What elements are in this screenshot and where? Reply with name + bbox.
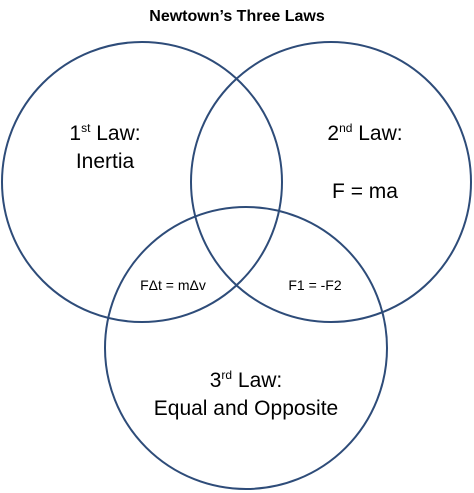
third-law-heading: 3rd Law: [209,368,283,392]
first-law-label: 1st Law: Inertia [30,120,180,176]
third-law-label: 3rd Law: Equal and Opposite [146,367,346,423]
third-law-circle [104,206,388,490]
second-law-circle [190,41,472,323]
second-law-formula: F = ma [332,180,398,203]
diagram-title: Newtown’s Three Laws [149,8,325,25]
first-law-name: Inertia [75,150,135,173]
first-law-heading: 1st Law: [69,121,141,145]
overlap-first-third-label: FΔt = mΔv [140,277,206,293]
first-law-circle [1,41,283,323]
third-law-name: Equal and Opposite [153,397,339,420]
second-law-heading: 2nd Law: [327,121,403,145]
overlap-second-third-label: F1 = -F2 [288,277,342,293]
